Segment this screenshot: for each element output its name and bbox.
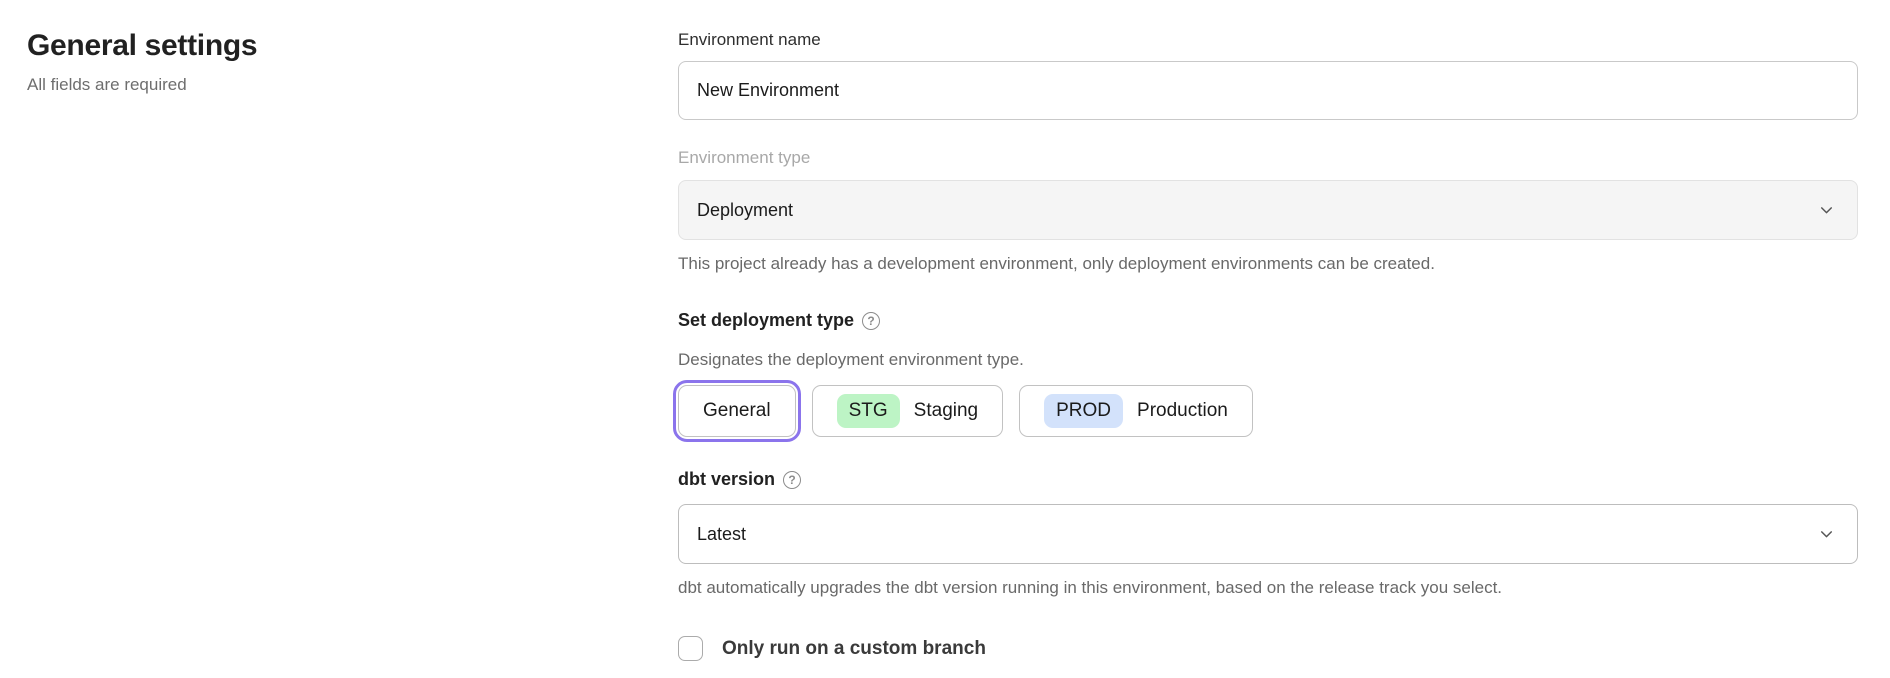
environment-name-input[interactable] (678, 61, 1858, 120)
custom-branch-checkbox[interactable] (678, 636, 703, 661)
page-title: General settings (27, 29, 258, 62)
dbt-version-heading-text: dbt version (678, 469, 776, 489)
deployment-type-production-button[interactable]: PROD Production (1019, 385, 1253, 437)
environment-type-value: Deployment (697, 199, 794, 220)
custom-branch-row: Only run on a custom branch (678, 636, 1858, 661)
deployment-type-options: General STG Staging PROD Production (673, 380, 1858, 442)
deployment-type-description: Designates the deployment environment ty… (678, 350, 1024, 369)
chevron-down-icon (1818, 526, 1835, 543)
chevron-down-icon (1818, 202, 1835, 219)
dbt-version-helper: dbt automatically upgrades the dbt versi… (678, 578, 1503, 597)
deployment-type-production-label: Production (1137, 400, 1228, 421)
help-icon[interactable]: ? (783, 470, 802, 489)
staging-badge: STG (836, 394, 900, 428)
deployment-type-staging-button[interactable]: STG Staging (811, 385, 1004, 437)
dbt-version-select[interactable]: Latest (678, 504, 1858, 564)
deployment-type-staging-label: Staging (913, 400, 979, 421)
deployment-type-general-button[interactable]: General (673, 380, 801, 442)
deployment-type-heading: Set deployment type ? (678, 308, 1858, 333)
dbt-version-heading: dbt version ? (678, 467, 1858, 492)
page-subtitle: All fields are required (27, 75, 187, 94)
environment-settings-form: Environment name Environment type Deploy… (673, 27, 1858, 661)
environment-name-label: Environment name (678, 30, 821, 49)
dbt-version-value: Latest (697, 523, 747, 544)
deployment-type-general-label: General (703, 400, 771, 421)
deployment-type-heading-text: Set deployment type (678, 310, 855, 330)
environment-type-label: Environment type (678, 148, 811, 167)
production-badge: PROD (1044, 394, 1124, 428)
settings-header: General settings All fields are required (27, 26, 587, 97)
environment-type-helper: This project already has a development e… (678, 254, 1435, 273)
environment-type-select[interactable]: Deployment (678, 180, 1858, 240)
help-icon[interactable]: ? (862, 311, 881, 330)
custom-branch-label[interactable]: Only run on a custom branch (722, 637, 986, 659)
